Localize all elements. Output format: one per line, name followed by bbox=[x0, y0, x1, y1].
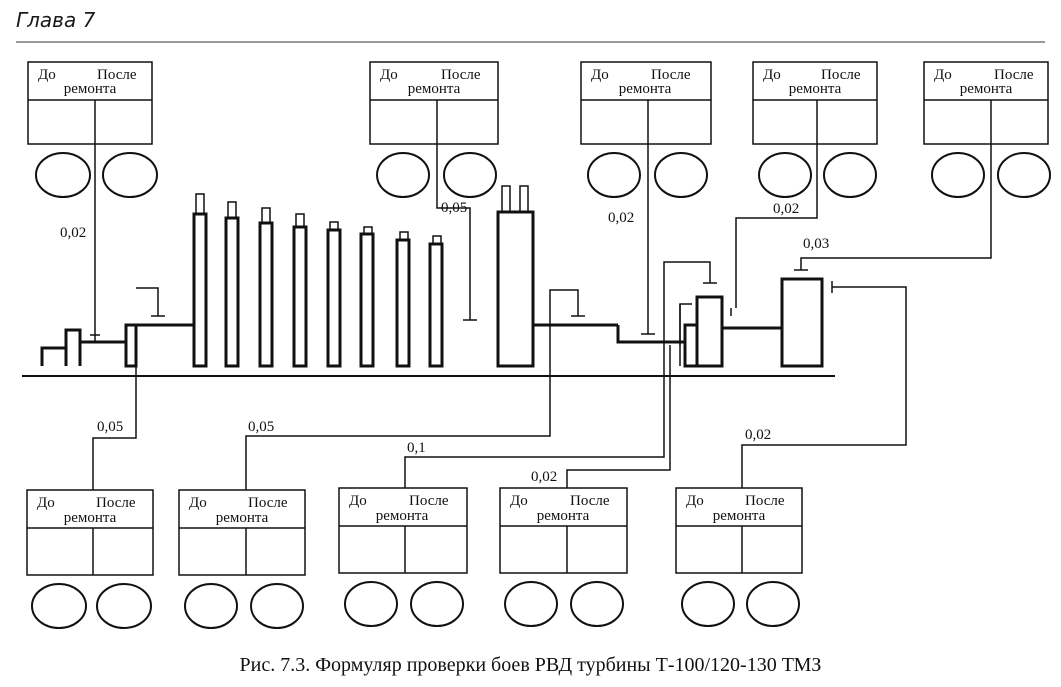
rotor-shaft bbox=[40, 323, 782, 366]
form-top-3-repair-label: ремонта bbox=[619, 81, 672, 97]
form-bottom-3-after-label: После bbox=[409, 493, 449, 509]
form-top-1-after-label: После bbox=[97, 67, 137, 83]
form-bottom-1-repair-label: ремонта bbox=[64, 510, 117, 526]
form-top-1-before-label: До bbox=[38, 67, 56, 83]
value-bottom-4: 0,02 bbox=[531, 469, 557, 485]
form-bottom-3-circle-before bbox=[344, 581, 398, 627]
value-top-3: 0,02 bbox=[608, 210, 634, 226]
form-top-4-circle-after bbox=[823, 152, 877, 198]
value-bottom-3: 0,1 bbox=[407, 440, 426, 456]
form-bottom-1-circle-after bbox=[96, 583, 152, 629]
leaders-bottom bbox=[92, 261, 907, 490]
control-stage-shrouds bbox=[501, 185, 529, 213]
form-bottom-2-after-label: После bbox=[248, 495, 288, 511]
form-bottom-4-before-label: До bbox=[510, 493, 528, 509]
leaders-top bbox=[94, 144, 992, 335]
form-bottom-5-after-label: После bbox=[745, 493, 785, 509]
coupling-left bbox=[124, 323, 138, 368]
form-top-3-after-label: После bbox=[651, 67, 691, 83]
value-top-1: 0,02 bbox=[60, 225, 86, 241]
form-bottom-1-after-label: После bbox=[96, 495, 136, 511]
form-bottom-4-circle-before bbox=[504, 581, 558, 627]
form-top-1-circle-after bbox=[102, 152, 158, 198]
form-bottom-3-repair-label: ремонта bbox=[376, 508, 429, 524]
form-top-2-repair-label: ремонта bbox=[408, 81, 461, 97]
rotor-disks bbox=[192, 212, 444, 368]
form-top-1-circle-before bbox=[35, 152, 91, 198]
value-top-2: 0,05 bbox=[441, 200, 467, 216]
disk-shrouds bbox=[195, 193, 442, 245]
form-top-1-repair-label: ремонта bbox=[64, 81, 117, 97]
form-bottom-5 bbox=[675, 487, 803, 574]
form-bottom-3 bbox=[338, 487, 468, 574]
form-bottom-2-repair-label: ремонта bbox=[216, 510, 269, 526]
form-top-5-before-label: До bbox=[934, 67, 952, 83]
form-top-4-before-label: До bbox=[763, 67, 781, 83]
form-bottom-2 bbox=[178, 489, 306, 576]
form-top-5-circle-before bbox=[931, 152, 985, 198]
chapter-title: Глава 7 bbox=[16, 8, 96, 32]
form-top-3-circle-before bbox=[587, 152, 641, 198]
form-top-4 bbox=[752, 61, 878, 145]
form-top-2-after-label: После bbox=[441, 67, 481, 83]
form-bottom-4 bbox=[499, 487, 628, 574]
form-bottom-4-repair-label: ремонта bbox=[537, 508, 590, 524]
control-stage bbox=[496, 210, 535, 368]
form-top-5-circle-after bbox=[997, 152, 1051, 198]
form-top-2-circle-after bbox=[443, 152, 497, 198]
form-top-4-circle-before bbox=[758, 152, 812, 198]
form-bottom-2-circle-before bbox=[184, 583, 238, 629]
form-top-1 bbox=[27, 61, 153, 145]
form-bottom-5-circle-after bbox=[746, 581, 800, 627]
form-top-4-after-label: После bbox=[821, 67, 861, 83]
thrust-collar bbox=[695, 295, 724, 368]
value-top-4: 0,02 bbox=[773, 201, 799, 217]
form-bottom-4-circle-after bbox=[570, 581, 624, 627]
form-bottom-5-repair-label: ремонта bbox=[713, 508, 766, 524]
form-bottom-1-circle-before bbox=[31, 583, 87, 629]
value-top-5: 0,03 bbox=[803, 236, 829, 252]
rear-disk bbox=[780, 277, 824, 368]
figure-caption: Рис. 7.3. Формуляр проверки боев РВД тур… bbox=[239, 654, 822, 676]
form-bottom-1 bbox=[26, 489, 154, 576]
form-bottom-3-before-label: До bbox=[349, 493, 367, 509]
form-bottom-1-before-label: До bbox=[37, 495, 55, 511]
form-top-2-before-label: До bbox=[380, 67, 398, 83]
form-top-5-after-label: После bbox=[994, 67, 1034, 83]
form-bottom-2-before-label: До bbox=[189, 495, 207, 511]
value-bottom-5: 0,02 bbox=[745, 427, 771, 443]
form-bottom-2-circle-after bbox=[250, 583, 304, 629]
form-top-2-circle-before bbox=[376, 152, 430, 198]
form-top-5-repair-label: ремонта bbox=[960, 81, 1013, 97]
form-bottom-5-before-label: До bbox=[686, 493, 704, 509]
form-top-3-circle-after bbox=[654, 152, 708, 198]
value-bottom-1: 0,05 bbox=[97, 419, 123, 435]
form-top-2 bbox=[369, 61, 499, 145]
form-top-3 bbox=[580, 61, 712, 145]
form-top-4-repair-label: ремонта bbox=[789, 81, 842, 97]
value-bottom-2: 0,05 bbox=[248, 419, 274, 435]
form-top-5 bbox=[923, 61, 1049, 145]
form-top-3-before-label: До bbox=[591, 67, 609, 83]
form-bottom-3-circle-after bbox=[410, 581, 464, 627]
form-bottom-4-after-label: После bbox=[570, 493, 610, 509]
thrust-collar-small bbox=[683, 323, 699, 368]
form-bottom-5-circle-before bbox=[681, 581, 735, 627]
